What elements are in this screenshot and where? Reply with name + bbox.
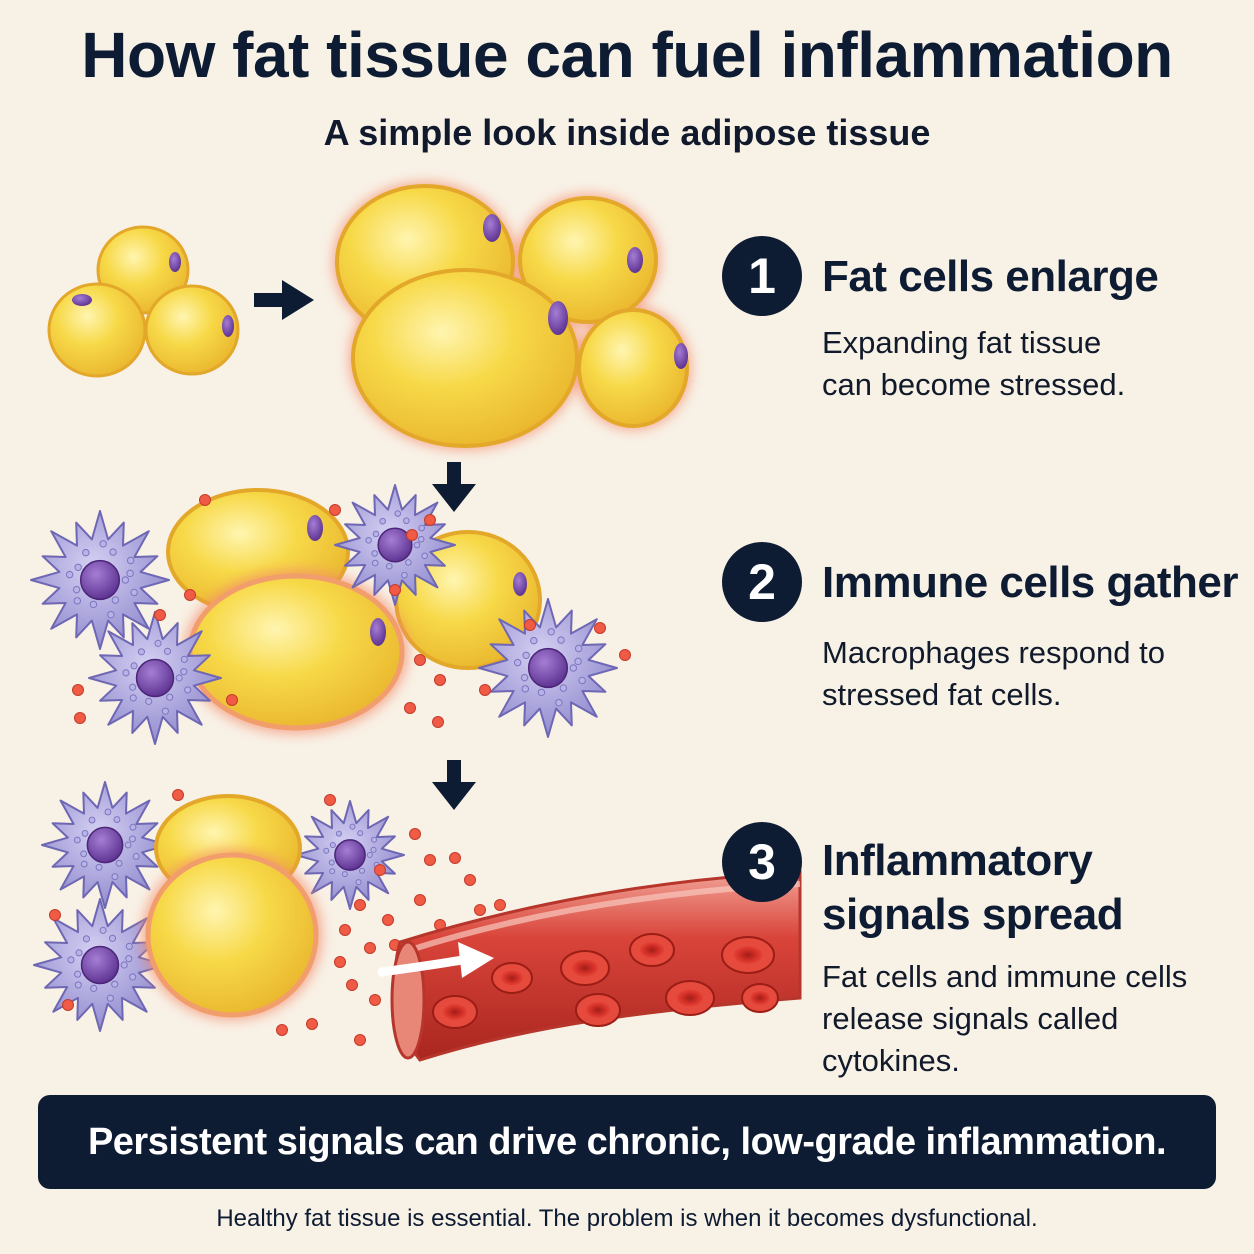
cytokine-dot — [364, 942, 376, 954]
cytokine-dot — [374, 864, 386, 876]
cytokine-dot — [334, 956, 346, 968]
red-blood-cell — [432, 995, 478, 1029]
fat-cell — [577, 308, 689, 428]
cytokine-dot — [494, 899, 506, 911]
cytokine-dot — [594, 622, 606, 634]
cytokine-dot — [49, 909, 61, 921]
cytokine-dot — [474, 904, 486, 916]
cytokine-dot — [172, 789, 184, 801]
cytokine-dot — [72, 684, 84, 696]
page-title: How fat tissue can fuel inflammation — [81, 19, 1173, 91]
cytokine-dot — [619, 649, 631, 661]
cytokine-dot — [339, 924, 351, 936]
arrow-right-icon — [254, 280, 314, 320]
red-blood-cell — [721, 936, 775, 974]
red-blood-cell — [629, 933, 675, 967]
macrophage — [30, 510, 170, 650]
red-blood-cell — [560, 950, 610, 986]
step-title: Immune cells gather — [822, 558, 1238, 607]
fat-cell — [145, 852, 319, 1018]
cytokine-dot — [154, 609, 166, 621]
cytokine-dot — [74, 712, 86, 724]
step-description: Macrophages respond to stressed fat cell… — [822, 635, 1165, 712]
cytokine-dot — [424, 854, 436, 866]
small-fat-cells — [47, 225, 240, 378]
cytokine-dot — [414, 654, 426, 666]
macrophage — [295, 800, 405, 910]
fat-cell — [187, 573, 405, 731]
cytokine-dot — [276, 1024, 288, 1036]
summary-banner: Persistent signals can drive chronic, lo… — [38, 1095, 1216, 1189]
cytokine-dot — [324, 794, 336, 806]
cytokine-dot — [404, 702, 416, 714]
cytokine-dot — [449, 852, 461, 864]
cytokine-dot — [389, 584, 401, 596]
cytokine-dot — [382, 914, 394, 926]
red-blood-cells — [432, 933, 779, 1029]
cytokine-dot — [524, 619, 536, 631]
cytokine-dot — [406, 529, 418, 541]
step-number-badge: 1 — [722, 236, 802, 316]
cytokine-dot — [184, 589, 196, 601]
cytokine-dot — [346, 979, 358, 991]
cytokine-dot — [62, 999, 74, 1011]
macrophage — [33, 898, 167, 1032]
cytokine-dot — [306, 1018, 318, 1030]
macrophages — [30, 484, 618, 1032]
cytokine-dot — [432, 716, 444, 728]
macrophage — [41, 781, 169, 909]
cytokine-dot — [424, 514, 436, 526]
fat-cell — [144, 284, 240, 376]
cytokine-dot — [199, 494, 211, 506]
cytokine-dot — [329, 504, 341, 516]
fat-cell — [47, 282, 147, 378]
page-subtitle: A simple look inside adipose tissue — [323, 112, 931, 153]
red-blood-cell — [741, 983, 779, 1013]
step-number-badge: 3 — [722, 822, 802, 902]
cytokine-dot — [464, 874, 476, 886]
enlarged-fat-cells — [333, 182, 691, 450]
step-number-badge: 2 — [722, 542, 802, 622]
cytokine-dot — [354, 899, 366, 911]
arrow-down-icon — [432, 760, 476, 810]
cytokine-dot — [414, 894, 426, 906]
cytokine-dot — [434, 674, 446, 686]
cytokine-dot — [226, 694, 238, 706]
macrophage — [88, 611, 222, 745]
arrow-down-icon — [432, 462, 476, 512]
step-description: Expanding fat tissue can become stressed… — [822, 325, 1126, 402]
cytokine-dot — [479, 684, 491, 696]
step-description: Fat cells and immune cells release signa… — [822, 959, 1188, 1078]
cytokine-dot — [369, 994, 381, 1006]
step-title: Fat cells enlarge — [822, 252, 1159, 301]
footnote: Healthy fat tissue is essential. The pro… — [216, 1205, 1038, 1232]
fat-cell — [351, 268, 579, 448]
macrophage — [334, 484, 456, 606]
red-blood-cell — [491, 962, 533, 994]
flow-arrow-icon — [377, 942, 494, 978]
macrophage — [478, 598, 618, 738]
immune-gathering-scene — [166, 488, 542, 734]
signal-spread-scene — [142, 794, 802, 1062]
red-blood-cell — [575, 993, 621, 1027]
fat-cell — [518, 196, 658, 324]
cytokine-dot — [409, 828, 421, 840]
step-title: Inflammatory signals spread — [822, 836, 1124, 939]
red-blood-cell — [665, 980, 715, 1016]
cytokine-dot — [354, 1034, 366, 1046]
